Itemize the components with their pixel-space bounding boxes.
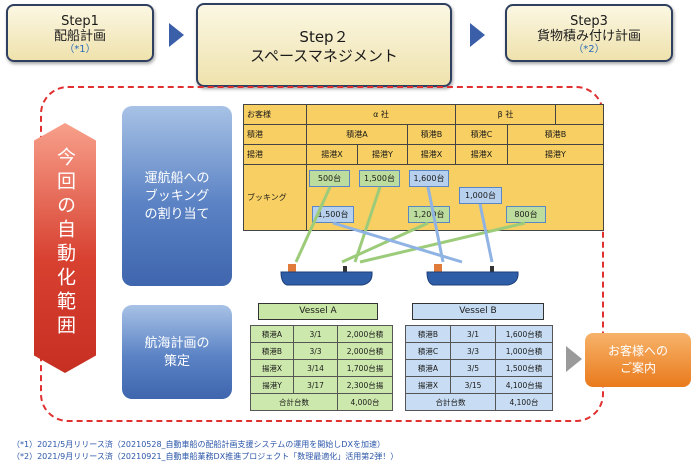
port: 積港B (405, 325, 451, 343)
booking-table: お客様 α 社 β 社 積港 積港A 積港B 積港C 積港B 揚港 揚港X 揚港… (243, 104, 604, 231)
quantity: 1,500台積 (495, 359, 553, 377)
step3-name: 貨物積み付け計画 (536, 29, 641, 44)
allocation-line (426, 186, 445, 263)
booking-label-line: の割り当て (144, 207, 210, 222)
port: 積港A (405, 359, 451, 377)
load-port: 積港B (507, 124, 604, 145)
voyage-label-line: 航海計画の (144, 336, 210, 351)
booking-chip: 500台 (309, 170, 350, 187)
customer-notice-line: ご案内 (619, 361, 656, 375)
automation-scope-label: 今回の自動化範囲 (54, 147, 76, 339)
vessel-hull (426, 271, 519, 286)
quantity: 2,000台積 (337, 342, 393, 360)
vessel-bridge (490, 266, 494, 272)
vessel-deck (434, 264, 442, 272)
total-value: 4,100台 (495, 393, 553, 411)
port: 揚港X (250, 359, 294, 377)
quantity: 4,100台揚 (495, 376, 553, 394)
vessel-hull (280, 271, 373, 286)
port: 積港B (250, 342, 294, 360)
footnote-2: （*2）2021/9月リリース済（20210921_自動車船業務DX推進プロジェ… (12, 452, 399, 461)
vessel-a-title: Vessel A (258, 303, 378, 320)
date: 3/5 (450, 359, 496, 377)
step1-title: Step1 (61, 14, 99, 29)
date: 3/1 (293, 325, 338, 343)
booking-chip: 1,500台 (359, 170, 400, 187)
vessel-b-title: Vessel B (412, 303, 544, 320)
chevron-right-icon (169, 23, 184, 47)
booking-chip: 800台 (506, 206, 546, 223)
footnote-1: （*1）2021/5月リリース済（20210528_自動車船の配船計画支援システ… (12, 440, 385, 449)
allocation-line (478, 203, 494, 263)
booking-allocation-label: 運航船への ブッキング の割り当て (122, 106, 232, 286)
step2-name: スペースマネジメント (250, 47, 398, 65)
port: 揚港Y (250, 376, 294, 394)
step3-title: Step3 (570, 14, 608, 29)
quantity: 2,300台揚 (337, 376, 393, 394)
date: 3/3 (293, 342, 338, 360)
step3-box: Step3 貨物積み付け計画 （*2） (505, 4, 673, 62)
total-value: 4,000台 (337, 393, 393, 411)
chevron-right-icon (470, 23, 485, 47)
step3-note: （*2） (573, 44, 605, 55)
port: 積港C (405, 342, 451, 360)
step1-box: Step1 配船計画 （*1） (6, 4, 154, 62)
step2-title: Step２ (299, 28, 349, 46)
port: 積港A (250, 325, 294, 343)
automation-scope-arrow (34, 123, 96, 373)
quantity: 1,600台積 (495, 325, 553, 343)
date: 3/1 (450, 325, 496, 343)
booking-label-line: 運航船への (144, 171, 210, 186)
booking-label-line: ブッキング (144, 189, 210, 204)
allocation-line (332, 221, 463, 264)
voyage-label-line: 策定 (163, 354, 190, 369)
date: 3/14 (293, 359, 338, 377)
total-label: 合計台数 (405, 393, 496, 411)
quantity: 1,700台揚 (337, 359, 393, 377)
total-label: 合計台数 (250, 393, 338, 411)
booking-area (306, 164, 604, 231)
arrow-right-icon (566, 346, 582, 372)
vessel-deck (288, 264, 296, 272)
allocation-line (294, 186, 332, 263)
booking-chip: 1,600台 (409, 170, 449, 187)
voyage-plan-label: 航海計画の 策定 (122, 305, 232, 399)
booking-chip: 1,000台 (459, 187, 502, 204)
date: 3/3 (450, 342, 496, 360)
vessel-bridge (343, 266, 347, 272)
customer-notice-box: お客様への ご案内 (585, 333, 691, 387)
step1-note: （*1） (64, 44, 96, 55)
allocation-line (341, 221, 429, 264)
quantity: 1,000台積 (495, 342, 553, 360)
vessel-icon (280, 264, 373, 286)
booking-chip: 1,500台 (312, 206, 354, 223)
customer-notice-line: お客様への (607, 344, 668, 358)
vessel-icon (426, 264, 519, 286)
date: 3/15 (450, 376, 496, 394)
step1-name: 配船計画 (53, 29, 106, 44)
allocation-line (353, 186, 382, 263)
booking-chip: 1,200台 (408, 206, 450, 223)
date: 3/17 (293, 376, 338, 394)
quantity: 2,000台積 (337, 325, 393, 343)
allocation-line (359, 221, 526, 264)
port: 揚港X (405, 376, 451, 394)
